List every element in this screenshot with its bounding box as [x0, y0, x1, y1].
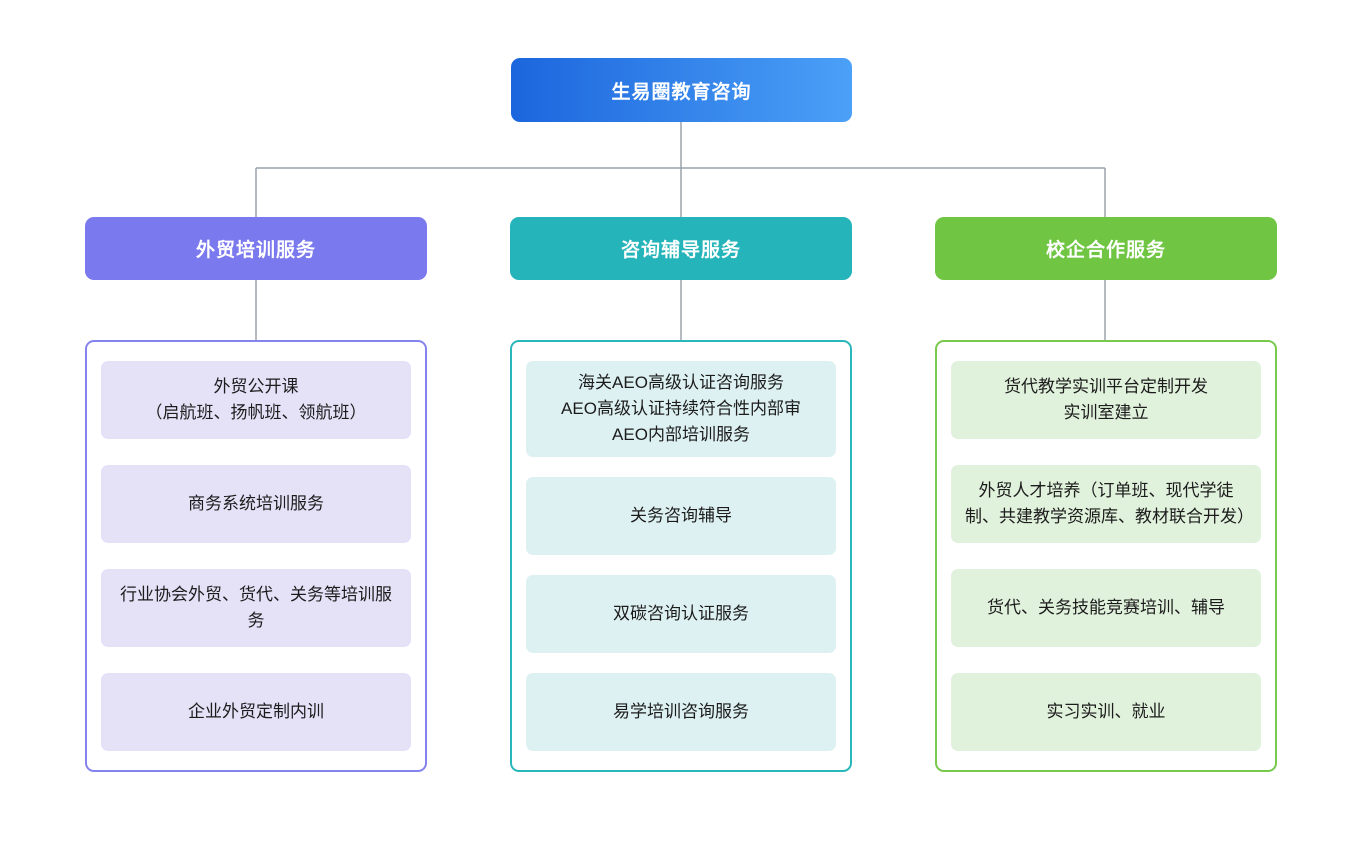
leaf-node: 企业外贸定制内训 — [101, 673, 411, 751]
leaf-node: 海关AEO高级认证咨询服务 AEO高级认证持续符合性内部审 AEO内部培训服务 — [526, 361, 836, 457]
leaf-node: 易学培训咨询服务 — [526, 673, 836, 751]
branch-header-label: 外贸培训服务 — [195, 240, 316, 261]
leaf-node: 实习实训、就业 — [951, 673, 1261, 751]
leaf-node: 行业协会外贸、货代、关务等培训服务 — [101, 569, 411, 647]
root-node-label: 生易圈教育咨询 — [611, 81, 752, 103]
branch-header-school-enterprise-cooperation: 校企合作服务 — [935, 217, 1277, 280]
branch-group-consulting-coaching: 海关AEO高级认证咨询服务 AEO高级认证持续符合性内部审 AEO内部培训服务 … — [510, 340, 852, 772]
branch-header-label: 校企合作服务 — [1045, 240, 1166, 261]
leaf-node: 货代、关务技能竞赛培训、辅导 — [951, 569, 1261, 647]
root-node: 生易圈教育咨询 — [511, 58, 852, 122]
leaf-node: 外贸人才培养（订单班、现代学徒制、共建教学资源库、教材联合开发） — [951, 465, 1261, 543]
leaf-node: 外贸公开课 （启航班、扬帆班、领航班） — [101, 361, 411, 439]
leaf-node: 关务咨询辅导 — [526, 477, 836, 555]
branch-header-foreign-trade-training: 外贸培训服务 — [85, 217, 427, 280]
leaf-node: 货代教学实训平台定制开发 实训室建立 — [951, 361, 1261, 439]
branch-group-foreign-trade-training: 外贸公开课 （启航班、扬帆班、领航班） 商务系统培训服务 行业协会外贸、货代、关… — [85, 340, 427, 772]
leaf-node: 商务系统培训服务 — [101, 465, 411, 543]
branch-header-label: 咨询辅导服务 — [620, 240, 741, 261]
leaf-node: 双碳咨询认证服务 — [526, 575, 836, 653]
branch-header-consulting-coaching: 咨询辅导服务 — [510, 217, 852, 280]
branch-group-school-enterprise-cooperation: 货代教学实训平台定制开发 实训室建立 外贸人才培养（订单班、现代学徒制、共建教学… — [935, 340, 1277, 772]
